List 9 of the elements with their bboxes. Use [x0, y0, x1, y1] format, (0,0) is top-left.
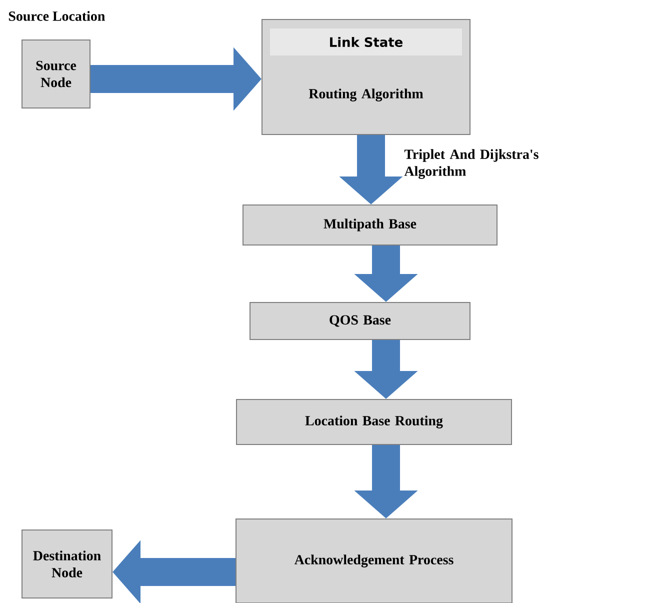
- process-box: Destination Node: [22, 529, 112, 598]
- process-box: Acknowledgement Process: [236, 518, 512, 603]
- process-box: Source Location Source Node: [8, 11, 105, 108]
- node-label: Source Location: [8, 11, 105, 21]
- process-box: QOS Base: [250, 302, 470, 340]
- edge-label: Triplet And Dijkstra's Algorithm: [404, 149, 538, 179]
- process-box: Multipath Base: [242, 204, 498, 246]
- process-box: Location Base Routing: [236, 398, 512, 445]
- process-box: Link State Routing Algorithm: [262, 19, 470, 135]
